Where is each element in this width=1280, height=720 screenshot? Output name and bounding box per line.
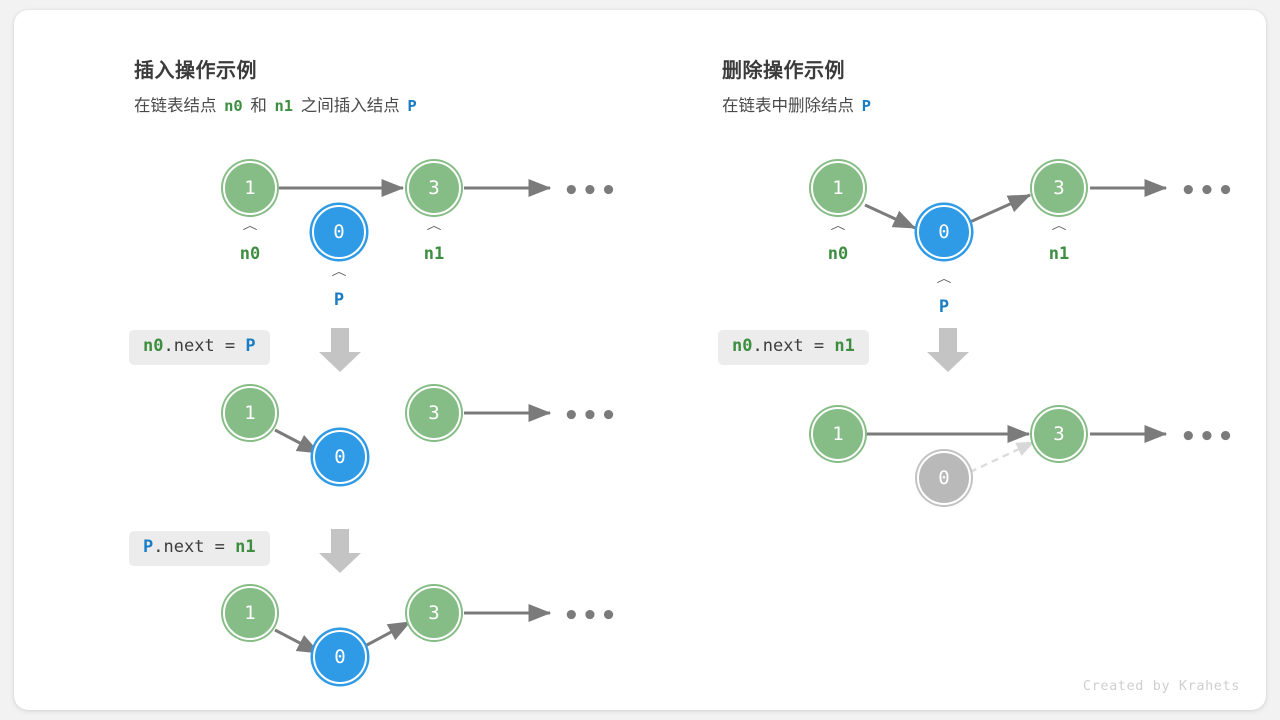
pointer-label-n1: n1 (423, 244, 445, 264)
pointer-caret-icon: ︿ (936, 271, 952, 285)
pointer-caret-icon: ︿ (426, 218, 442, 232)
code-operand-b: n1 (834, 336, 855, 356)
subtitle-text-3: 之间插入结点 (300, 97, 400, 115)
subtitle-text-2: 和 (250, 97, 267, 115)
subtitle-n0: n0 (224, 97, 243, 115)
pointer-label-n0: n0 (827, 244, 849, 264)
code-operand-b: n1 (235, 537, 256, 557)
list-node: 1 (223, 161, 277, 215)
step-down-arrow-icon (319, 328, 361, 372)
step-down-arrow-icon (927, 328, 969, 372)
delete-wires (864, 178, 1168, 474)
pointer-caret-icon: ︿ (1051, 218, 1067, 232)
diagram-card: 插入操作示例 在链表结点 n0 和 n1 之间插入结点 P (14, 10, 1266, 710)
code-chip-insert-step2: P.next = n1 (129, 531, 270, 566)
code-chip-delete-step1: n0.next = n1 (718, 330, 869, 365)
insert-panel-subtitle: 在链表结点 n0 和 n1 之间插入结点 P (134, 92, 420, 116)
list-node: 3 (407, 586, 461, 640)
pointer-label-n1: n1 (1048, 244, 1070, 264)
delete-panel-subtitle: 在链表中删除结点 P (722, 92, 874, 116)
list-node: 1 (223, 586, 277, 640)
subtitle-p: P (407, 97, 417, 115)
code-chip-insert-step1: n0.next = P (129, 330, 270, 365)
list-node: 0 (312, 205, 366, 259)
code-operator: .next = (163, 336, 246, 356)
list-node-deleted: 0 (917, 451, 971, 505)
insert-panel: 插入操作示例 在链表结点 n0 和 n1 之间插入结点 P (14, 10, 640, 710)
code-operand-b: P (245, 336, 256, 356)
insert-wires (274, 178, 552, 655)
list-node: 3 (1032, 161, 1086, 215)
delete-panel-title: 删除操作示例 (722, 60, 845, 82)
code-operand-a: P (143, 537, 154, 557)
list-node: 0 (917, 205, 971, 259)
pointer-label-n0: n0 (239, 244, 261, 264)
credit-text: Created by Krahets (1082, 678, 1240, 694)
insert-panel-title: 插入操作示例 (134, 60, 257, 82)
code-operand-a: n0 (732, 336, 753, 356)
list-node: 1 (811, 407, 865, 461)
list-node: 0 (313, 430, 367, 484)
list-node: 3 (407, 386, 461, 440)
step-down-arrow-icon (319, 529, 361, 573)
list-node: 3 (407, 161, 461, 215)
list-node: 0 (313, 630, 367, 684)
code-operand-a: n0 (143, 336, 164, 356)
pointer-caret-icon: ︿ (830, 218, 846, 232)
list-node: 1 (811, 161, 865, 215)
pointer-caret-icon: ︿ (242, 218, 258, 232)
pointer-label-p: P (938, 297, 950, 317)
subtitle-text-1: 在链表中删除结点 (722, 97, 854, 115)
list-node: 3 (1032, 407, 1086, 461)
list-node: 1 (223, 386, 277, 440)
code-operator: .next = (153, 537, 236, 557)
pointer-label-p: P (333, 290, 345, 310)
subtitle-text-1: 在链表结点 (134, 97, 217, 115)
delete-panel: 删除操作示例 在链表中删除结点 P 1 ︿ n0 0 ︿ P 3 ︿ n1 ••… (640, 10, 1266, 710)
code-operator: .next = (752, 336, 835, 356)
subtitle-p: P (861, 97, 871, 115)
subtitle-n1: n1 (274, 97, 294, 115)
pointer-caret-icon: ︿ (331, 264, 347, 278)
